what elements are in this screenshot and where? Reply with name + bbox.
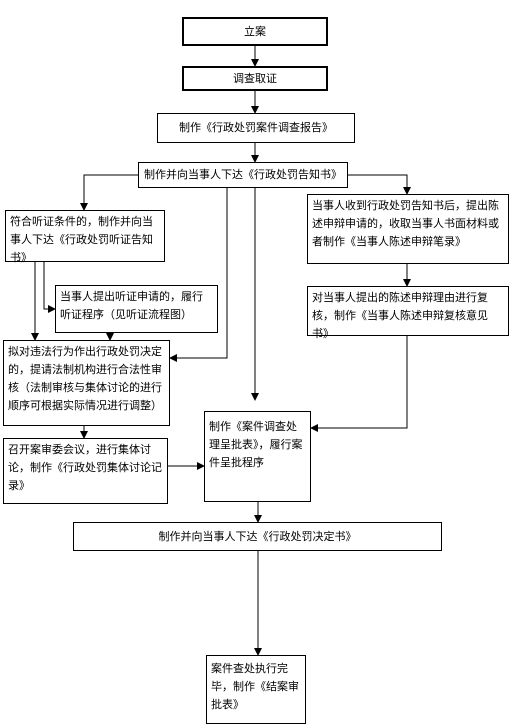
box-close: 案件查处执行完毕，制作《结案审批表》 <box>206 655 306 724</box>
text-report: 制作《行政处罚案件调查报告》 <box>179 121 333 134</box>
text-hearing-request: 当事人提出听证申请的，履行听证程序（见听证流程图） <box>60 290 203 321</box>
box-hearing-request: 当事人提出听证申请的，履行听证程序（见听证流程图） <box>55 285 218 333</box>
text-decision: 制作并向当事人下达《行政处罚决定书》 <box>158 529 357 543</box>
box-hearing-notice: 符合听证条件的，制作并向当事人下达《行政处罚听证告知书》 <box>5 210 165 264</box>
arrow-notice-statement <box>348 174 411 195</box>
box-statement: 当事人收到行政处罚告知书后，提出陈述申辩申请的，收取当事人书面材料或者制作《当事… <box>307 194 509 264</box>
box-report: 制作《行政处罚案件调查报告》 <box>157 113 355 143</box>
text-collective: 召开案审委会议，进行集体讨论，制作《行政处罚集体讨论记录》 <box>8 443 162 492</box>
box-notice: 制作并向当事人下达《行政处罚告知书》 <box>138 162 348 188</box>
text-close: 案件查处执行完毕，制作《结案审批表》 <box>211 662 299 711</box>
arrow-notice-hearing <box>80 174 138 211</box>
box-decision: 制作并向当事人下达《行政处罚决定书》 <box>73 522 442 551</box>
text-filing: 立案 <box>244 24 266 38</box>
text-legal-review: 拟对违法行为作出行政处罚决定的，提请法制机构进行合法性审核（法制审核与集体讨论的… <box>8 345 162 412</box>
box-filing: 立案 <box>182 17 328 46</box>
arrow-notice-legal <box>169 188 228 362</box>
arrow-hearing-request <box>43 262 56 313</box>
arrow-review-approval <box>310 336 408 432</box>
box-investigate: 调查取证 <box>182 66 328 91</box>
text-review: 对当事人提出的陈述申辩理由进行复核，制作《当事人陈述申辩复核意见书》 <box>312 291 488 340</box>
text-approval: 制作《案件调查处理呈批表》，履行案件呈批程序 <box>209 420 303 469</box>
text-statement: 当事人收到行政处罚告知书后，提出陈述申辩申请的，收取当事人书面材料或者制作《当事… <box>312 199 499 248</box>
text-hearing-notice: 符合听证条件的，制作并向当事人下达《行政处罚听证告知书》 <box>10 215 153 264</box>
text-investigate: 调查取证 <box>233 71 277 85</box>
box-legal-review: 拟对违法行为作出行政处罚决定的，提请法制机构进行合法性审核（法制审核与集体讨论的… <box>3 340 170 426</box>
box-approval: 制作《案件调查处理呈批表》，履行案件呈批程序 <box>204 411 311 502</box>
box-review: 对当事人提出的陈述申辩理由进行复核，制作《当事人陈述申辩复核意见书》 <box>307 286 509 340</box>
box-collective: 召开案审委会议，进行集体讨论，制作《行政处罚集体讨论记录》 <box>3 438 168 504</box>
text-notice: 制作并向当事人下达《行政处罚告知书》 <box>144 168 342 181</box>
